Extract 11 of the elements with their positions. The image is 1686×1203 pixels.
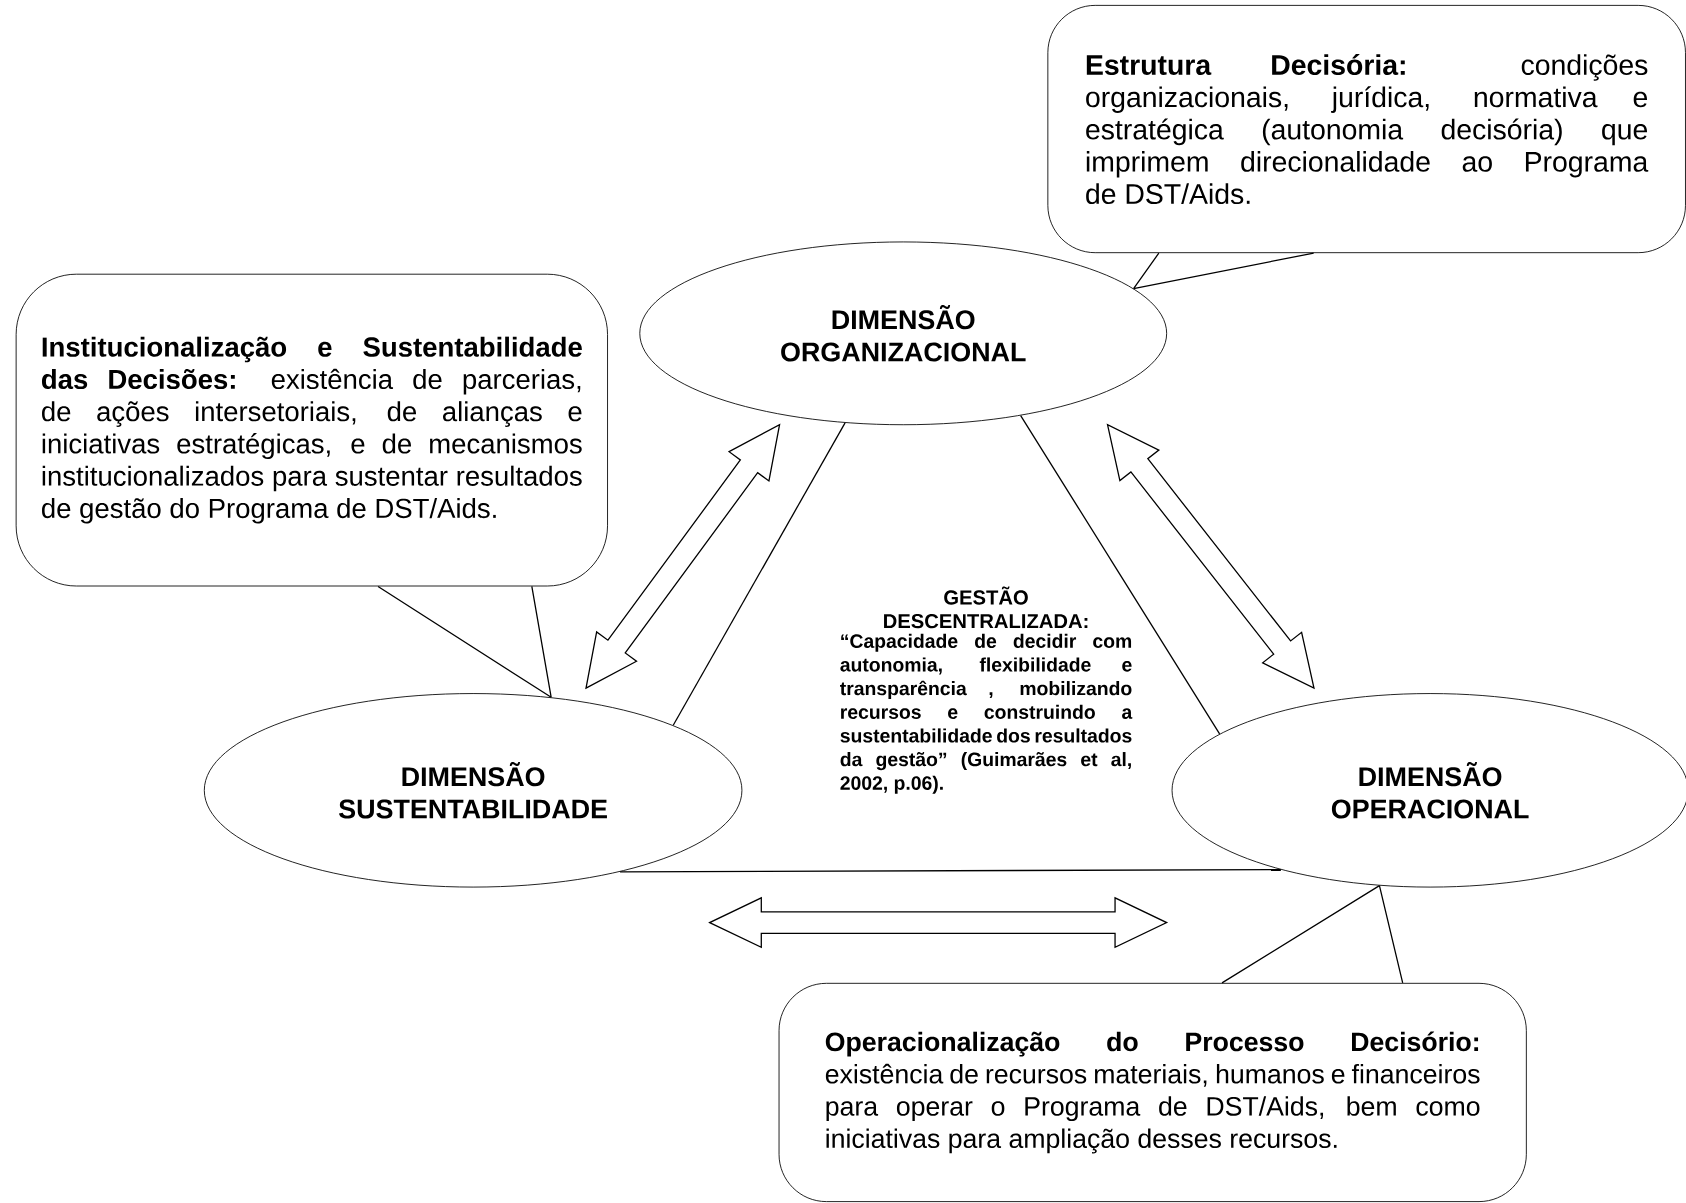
- callout-tail: [377, 585, 552, 698]
- connector-line: [672, 422, 846, 726]
- callout-bubble: Estrutura Decisória: condições organizacionais, jurídica, normativa e estratégica (autonomia decisória) que imprimem direcionalidade ao Programa de DST/Aids.: [1047, 4, 1686, 253]
- callout-tail: [1132, 252, 1315, 290]
- heading-text: GESTÃO DESCENTRALIZADA:: [884, 586, 1088, 629]
- connector-line: [619, 868, 1282, 873]
- callout-bubble: Operacionalização do Processo Decisório: existência de recursos materiais, humanos e financeiros para operar o Programa de DST/Aids, bem como iniciativas para ampliação desses recursos.: [778, 982, 1527, 1202]
- connector-line: [1020, 414, 1221, 735]
- quote-text: “Capacidade de decidir com autonomia, flexibilidade e transparência , mobilizando recursos e construindo a sustentabilidade dos resultados da gestão” (Guimarães et al, 2002, p.06).: [840, 633, 1133, 794]
- callout-bubble: Institucionalização e Sustentabilidade das Decisões: existência de parcerias, de ações intersetoriais, de alianças e iniciativas estratégicas, e de mecanismos institucionalizados para sustentar resultados de gestão do Programa de DST/Aids.: [15, 273, 608, 587]
- callout-tail: [1221, 884, 1404, 984]
